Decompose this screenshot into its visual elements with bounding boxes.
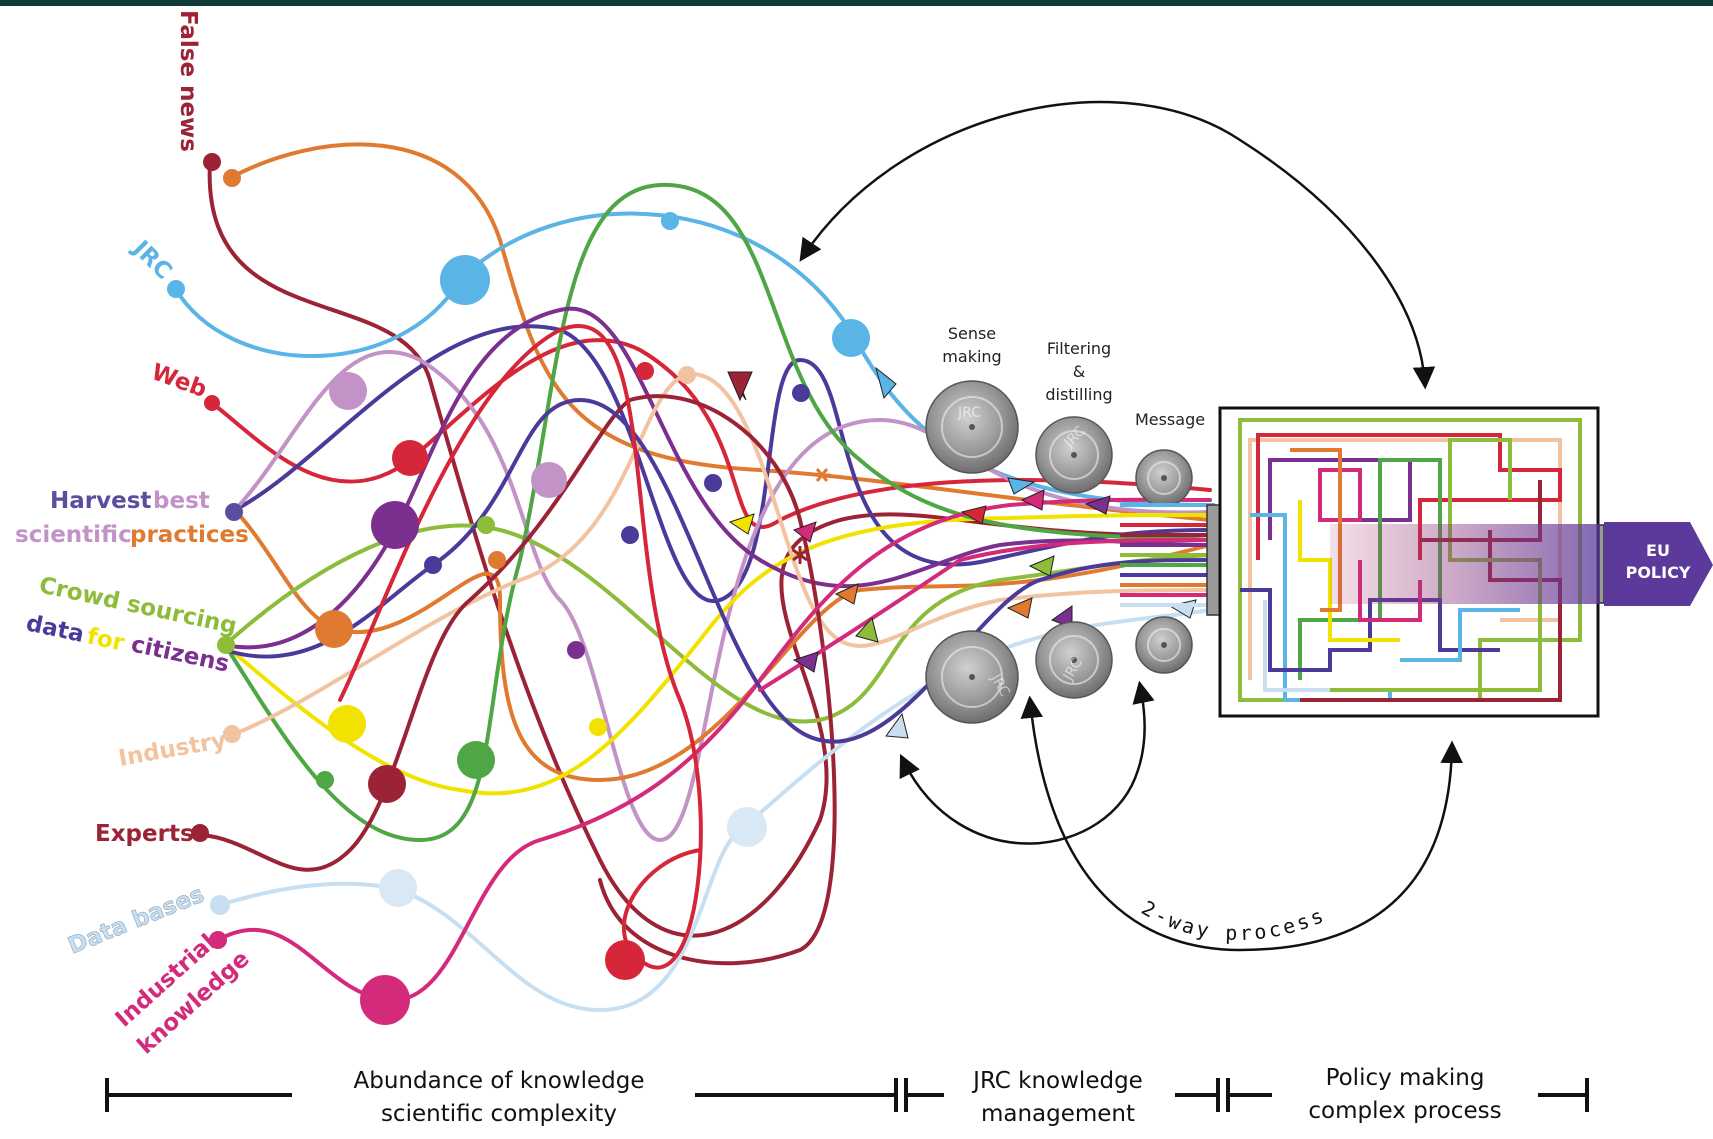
source-web: Web [148, 359, 210, 403]
source-false-news: False news [175, 10, 201, 152]
node-crowd-start [217, 636, 235, 654]
source-citizens: citizens [129, 631, 232, 677]
node-navy-2 [792, 384, 810, 402]
node-experts-start [191, 824, 209, 842]
converging-bundle [1120, 503, 1215, 607]
svg-text:JRC: JRC [957, 405, 981, 421]
node-industry-start [223, 725, 241, 743]
node-blue-small [661, 212, 679, 230]
node-web-start [204, 395, 220, 411]
node-yellow-small [589, 718, 607, 736]
message-disc [1135, 449, 1193, 507]
source-for: for [85, 623, 127, 656]
filter-label-3: distilling [1045, 385, 1112, 404]
node-red [392, 440, 428, 476]
source-experts: Experts [95, 821, 194, 847]
node-lilac-mid [531, 462, 567, 498]
node-false-news-start [203, 153, 221, 171]
eu-policy-arrow: EU POLICY [1604, 522, 1713, 606]
node-blue-mid [832, 319, 870, 357]
node-databases-mid [379, 869, 417, 907]
curve-crowd-green [223, 182, 1212, 843]
curve-web [210, 338, 1212, 529]
stage-abundance-1: Abundance of knowledge [353, 1068, 644, 1094]
top-loop-arrow [799, 100, 1436, 390]
filter-label-1: Filtering [1047, 339, 1111, 358]
message-disc-lower [1135, 616, 1193, 674]
filter-label-2: & [1073, 362, 1085, 381]
filtering-disc: JRC [1035, 416, 1113, 494]
node-purple-small [567, 641, 585, 659]
node-magenta-big [360, 975, 410, 1025]
curve-experts [200, 394, 837, 966]
node-databases-big [727, 807, 767, 847]
node-red-small [636, 362, 654, 380]
top-bar [0, 0, 1713, 6]
node-databases-start [210, 895, 230, 915]
curve-magenta-2 [758, 538, 1212, 692]
node-red-bottom [605, 940, 645, 980]
source-scientific: scientific [15, 522, 132, 548]
curve-harvest-lilac [233, 350, 1212, 843]
node-jrc-start [167, 280, 185, 298]
node-lime-small [477, 516, 495, 534]
sense-making-disc: JRC [925, 380, 1019, 474]
filtering-disc-lower: JRC [1035, 621, 1113, 699]
knowledge-curves [173, 142, 1212, 1013]
two-way-arrows [799, 100, 1463, 952]
node-purple-big [371, 501, 419, 549]
stage-abundance-2: scientific complexity [381, 1101, 617, 1127]
stage-bar [105, 1078, 1589, 1112]
node-green-small [316, 771, 334, 789]
node-false-news-orange-start [223, 169, 241, 187]
source-jrc: JRC [126, 234, 176, 284]
outer-loop-arrow [1020, 695, 1463, 952]
message-label: Message [1135, 410, 1205, 429]
policy-label: POLICY [1626, 563, 1691, 582]
sense-label-2: making [942, 347, 1001, 366]
node-green-big [457, 741, 495, 779]
sense-making-disc-lower: JRC [925, 630, 1019, 724]
node-navy-4 [621, 526, 639, 544]
eu-label: EU [1646, 541, 1670, 560]
stage-jrc-1: JRC knowledge [971, 1068, 1143, 1094]
node-big-blue [440, 255, 490, 305]
stage-policy-1: Policy making [1326, 1065, 1485, 1091]
node-peach-small [678, 366, 696, 384]
node-orange-big [315, 610, 353, 648]
node-navy-3 [704, 474, 722, 492]
source-data: data [24, 610, 87, 648]
node-darkred-big [368, 765, 406, 803]
node-lilac [329, 372, 367, 410]
node-navy-small [424, 556, 442, 574]
policy-box [1218, 406, 1600, 718]
node-industrial-start [209, 931, 227, 949]
sense-label-1: Sense [948, 324, 996, 343]
node-harvest-start [225, 503, 243, 521]
stage-jrc-2: management [981, 1101, 1135, 1127]
source-industry: Industry [117, 727, 229, 771]
source-practices: practices [130, 522, 249, 548]
stage-policy-2: complex process [1308, 1098, 1501, 1124]
node-orange-small [488, 551, 506, 569]
asterisks [792, 468, 830, 564]
curve-false-news-orange [228, 142, 1212, 522]
source-best: best [153, 488, 210, 514]
source-harvest: Harvest [50, 488, 151, 514]
curve-crowd-lime [223, 523, 1212, 724]
node-yellow-big [328, 705, 366, 743]
